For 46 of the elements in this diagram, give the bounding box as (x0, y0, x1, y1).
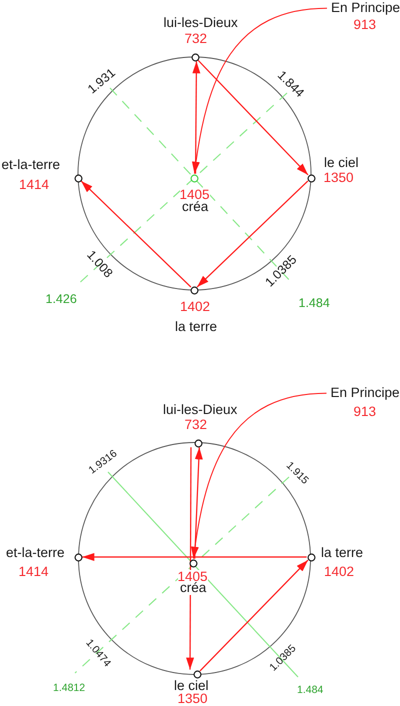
arrow (80, 180, 192, 288)
point-label: En Principe (330, 386, 400, 400)
arrow (192, 61, 200, 174)
measurement-label: 1.484 (297, 684, 324, 695)
curved-arrow (192, 8, 328, 174)
point-icon (194, 438, 202, 448)
arrow (196, 180, 308, 288)
point-icon (190, 174, 198, 182)
arrow (200, 560, 308, 672)
point-label: créa (180, 581, 206, 595)
point-icon (188, 558, 198, 568)
point-number: 1402 (180, 300, 210, 314)
point-number: 1414 (18, 565, 49, 579)
point-number: 1350 (178, 692, 208, 706)
point-number: 913 (354, 18, 376, 32)
arrow (198, 60, 308, 176)
curved-arrow (191, 392, 327, 560)
point-icon (74, 174, 82, 182)
point-number: 1350 (324, 171, 354, 185)
point-number: 1414 (19, 178, 50, 192)
point-label: le ciel (324, 156, 359, 170)
point-icon (306, 552, 316, 562)
point-number: 1402 (324, 565, 354, 579)
point-label: et-la-terre (2, 158, 60, 172)
point-label: le ciel (174, 679, 209, 693)
point-label: lui-les-Dieux (164, 16, 238, 30)
point-label: créa (182, 200, 208, 214)
point-label: la terre (321, 546, 364, 560)
point-label: En Principe (331, 1, 400, 15)
point-label: lui-les-Dieux (163, 403, 238, 417)
arrow (82, 553, 307, 561)
point-label: et-la-terre (6, 546, 65, 560)
arrow (186, 447, 194, 670)
measurement-label: 1.4812 (53, 682, 86, 693)
point-icon (192, 670, 202, 678)
measurement-label: 1.484 (298, 296, 330, 309)
point-icon (190, 52, 200, 62)
point-number: 732 (184, 32, 208, 46)
measurement-label: 1.426 (46, 292, 77, 305)
point-label: la terre (175, 320, 218, 334)
point-number: 732 (184, 418, 208, 432)
point-number: 913 (354, 405, 376, 419)
point-icon (306, 174, 316, 182)
point-icon (190, 286, 198, 294)
point-icon (74, 552, 82, 562)
arrow (194, 447, 203, 559)
